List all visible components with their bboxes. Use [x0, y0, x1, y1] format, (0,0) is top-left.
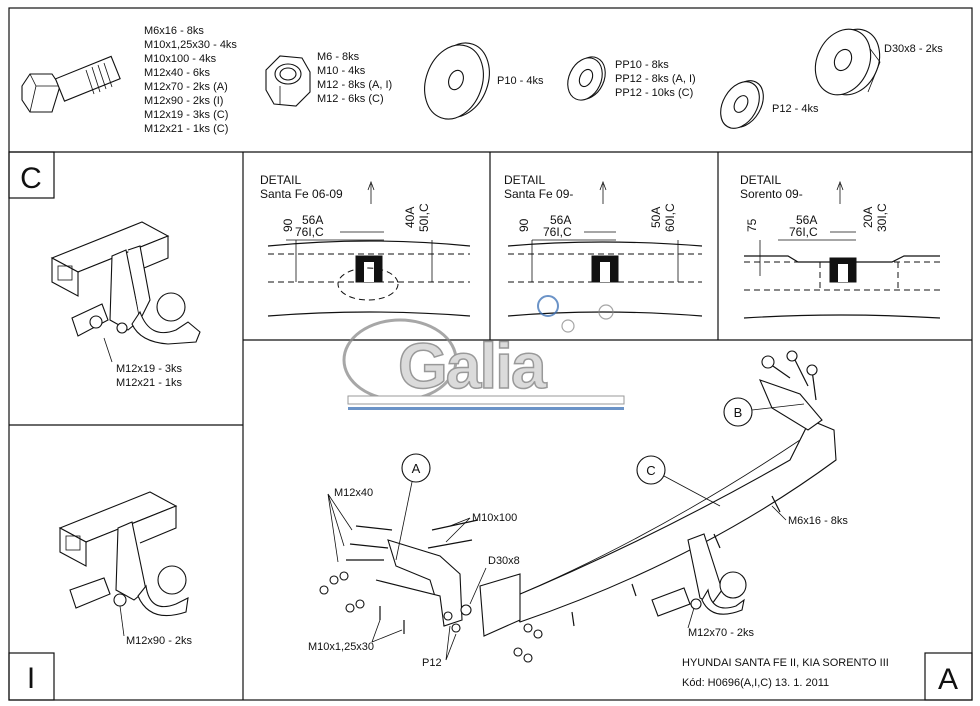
panel-i-letter: I [27, 662, 35, 695]
detail-v-b: 50I,C [417, 203, 431, 232]
washer-pp-illustration [567, 56, 606, 101]
detail-dim-b: 76I,C [295, 225, 324, 239]
label-m12x70-leader [687, 607, 695, 629]
washer-pp-line: PP12 - 8ks (A, I) [615, 73, 696, 85]
detail-dim-a: 56A [550, 213, 571, 227]
detail-dim-b: 76I,C [789, 225, 818, 239]
detail-dim-a: 56A [796, 213, 817, 227]
detail-panel: DETAIL Sorento 09- 56A 76I,C 75 20A 30I,… [740, 173, 941, 319]
callout-b-letter: B [734, 405, 743, 420]
bolt-line: M12x21 - 1ks (C) [144, 123, 228, 135]
nut-line: M10 - 4ks [317, 65, 366, 77]
detail-v-b: 30I,C [875, 203, 889, 232]
label-m10x100: M10x100 [472, 512, 517, 524]
callout-a-letter: A [412, 461, 421, 476]
detail-v-a: 20A [861, 207, 875, 228]
detail-title: DETAIL [740, 173, 781, 187]
registered-mark-icon [598, 304, 614, 320]
detail-model: Santa Fe 06-09 [260, 187, 343, 201]
corner-letter-a: A [938, 663, 958, 696]
label-m6x16: M6x16 - 8ks [788, 515, 848, 527]
panel-c-label: M12x21 - 1ks [116, 377, 183, 389]
callout-c-letter: C [646, 463, 655, 478]
bolt-illustration [21, 55, 121, 113]
arrow-head-icon [836, 180, 844, 191]
panel-c-letter: C [20, 162, 42, 195]
label-m10x1-25x30: M10x1,25x30 [308, 641, 374, 653]
nut-illustration [265, 55, 311, 107]
panel-c-leader [103, 337, 113, 363]
washer-p10-label: P10 - 4ks [497, 75, 544, 87]
nut-line: M12 - 6ks (C) [317, 93, 384, 105]
label-p12-leader [445, 625, 457, 661]
detail-title: DETAIL [504, 173, 545, 187]
label-d30x8: D30x8 [488, 555, 520, 567]
label-m12x40-leader [327, 493, 353, 563]
label-p12: P12 [422, 657, 442, 669]
panel-c-label: M12x19 - 3ks [116, 363, 183, 375]
label-m12x40: M12x40 [334, 487, 373, 499]
panel-i-hitch-illustration [58, 491, 189, 617]
detail-model: Santa Fe 09- [504, 187, 573, 201]
panel-i-label: M12x90 - 2ks [126, 635, 193, 647]
nut-line: M6 - 8ks [317, 51, 360, 63]
label-m6x16-leader [771, 505, 787, 521]
detail-dim-b: 76I,C [543, 225, 572, 239]
callout-b: B [723, 397, 805, 427]
washer-p12-label: P12 - 4ks [772, 103, 819, 115]
arrow-head-icon [599, 180, 607, 191]
part-code-label: Kód: H0696(A,I,C) 13. 1. 2011 [682, 677, 829, 689]
detail-model: Sorento 09- [740, 187, 803, 201]
bolt-line: M12x90 - 2ks (I) [144, 95, 223, 107]
arrow-head-icon [367, 180, 375, 191]
detail-v-a: 40A [403, 207, 417, 228]
bolt-line: M10x1,25x30 - 4ks [144, 39, 237, 51]
detail-title: DETAIL [260, 173, 301, 187]
panel-c-hitch-illustration [50, 221, 201, 345]
logo-text: Galia [398, 330, 547, 402]
label-m10x100-leader [445, 517, 471, 543]
main-assembly-illustration [319, 350, 837, 663]
bolt-line: M10x100 - 4ks [144, 53, 217, 65]
vehicle-label: HYUNDAI SANTA FE II, KIA SORENTO III [682, 657, 889, 669]
label-m12x70: M12x70 - 2ks [688, 627, 755, 639]
washer-pp-line: PP12 - 10ks (C) [615, 87, 693, 99]
bolt-line: M12x70 - 2ks (A) [144, 81, 228, 93]
label-d30x8-leader [469, 567, 487, 605]
washer-pp-line: PP10 - 8ks [615, 59, 669, 71]
detail-dim-a: 56A [302, 213, 323, 227]
callout-c: C [636, 455, 721, 507]
detail-height: 75 [745, 218, 759, 232]
callout-a: A [395, 453, 431, 561]
washer-p12-illustration [720, 80, 764, 129]
panel-c-labels: M12x19 - 3ks M12x21 - 1ks [116, 363, 185, 389]
label-m10x1-25x30-leader [371, 619, 403, 643]
detail-v-a: 50A [649, 207, 663, 228]
nut-line: M12 - 8ks (A, I) [317, 79, 392, 91]
bolt-list: M6x16 - 8ks M10x1,25x30 - 4ks M10x100 - … [144, 25, 240, 135]
washer-p10-illustration [424, 42, 490, 120]
detail-panel: DETAIL Santa Fe 06-09 56A 76I,C 90 40A 5… [260, 173, 471, 317]
galia-logo: Galia [342, 295, 625, 410]
panel-i-leader [119, 605, 125, 637]
registered-mark-icon [561, 319, 575, 333]
bolt-line: M12x40 - 6ks [144, 67, 211, 79]
detail-height: 90 [517, 218, 531, 232]
bolt-line: M6x16 - 8ks [144, 25, 204, 37]
detail-height: 90 [281, 218, 295, 232]
washer-pp-list: PP10 - 8ks PP12 - 8ks (A, I) PP12 - 10ks… [615, 59, 699, 99]
nut-list: M6 - 8ks M10 - 4ks M12 - 8ks (A, I) M12 … [317, 51, 395, 105]
bolt-line: M12x19 - 3ks (C) [144, 109, 228, 121]
washer-d30-label: D30x8 - 2ks [884, 43, 943, 55]
washer-d30-illustration [814, 28, 881, 96]
detail-panel: DETAIL Santa Fe 09- 56A 76I,C 90 50A 60I… [504, 173, 703, 317]
frame [8, 7, 973, 701]
detail-v-b: 60I,C [663, 203, 677, 232]
